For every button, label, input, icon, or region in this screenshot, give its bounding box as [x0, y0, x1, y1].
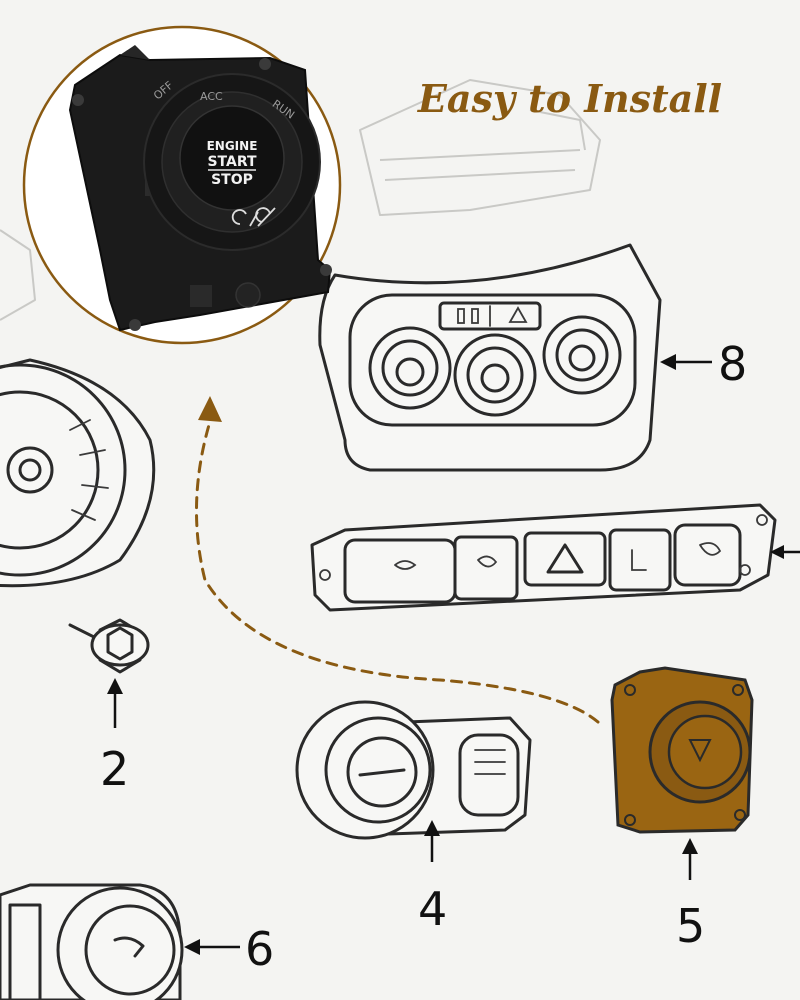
ring-label-acc: ACC: [200, 90, 223, 103]
arrow-up-icon: [198, 396, 222, 422]
button-text-engine: ENGINE: [207, 139, 258, 153]
part-6-steering-column-component: 6: [0, 883, 274, 1000]
climate-knob-right: [542, 315, 622, 395]
callout-8-label: 8: [718, 337, 747, 391]
climate-knob-left: [368, 326, 452, 410]
hazard-icon: [546, 543, 584, 574]
part-5-start-stop-switch-highlighted: 5: [610, 666, 754, 953]
part-8-climate-control-panel: [318, 243, 662, 472]
product-photo-inset: OFF ACC RUN ENGINE START STOP: [22, 25, 342, 345]
button-text-stop: STOP: [211, 172, 253, 188]
install-direction-arrow: [194, 396, 600, 724]
instrument-cluster-gauge: [0, 358, 156, 588]
switch-bank-panel: [310, 503, 800, 612]
callout-6-label: 6: [245, 922, 274, 976]
part-4-ignition-switch-housing: 4: [295, 700, 532, 936]
callout-8: 8: [660, 337, 747, 391]
callout-5-label: 5: [676, 899, 705, 953]
callout-4-label: 4: [418, 882, 447, 936]
callout-2-label: 2: [100, 742, 129, 796]
engine-start-button-icon: OFF ACC RUN ENGINE START STOP: [143, 73, 321, 251]
button-text-start: START: [207, 154, 257, 170]
headline-easy-to-install: Easy to Install: [417, 76, 722, 121]
part-2-mounting-bolt: 2: [68, 618, 150, 796]
auto-stop-icon: [231, 207, 276, 227]
climate-knob-center: [453, 333, 537, 417]
